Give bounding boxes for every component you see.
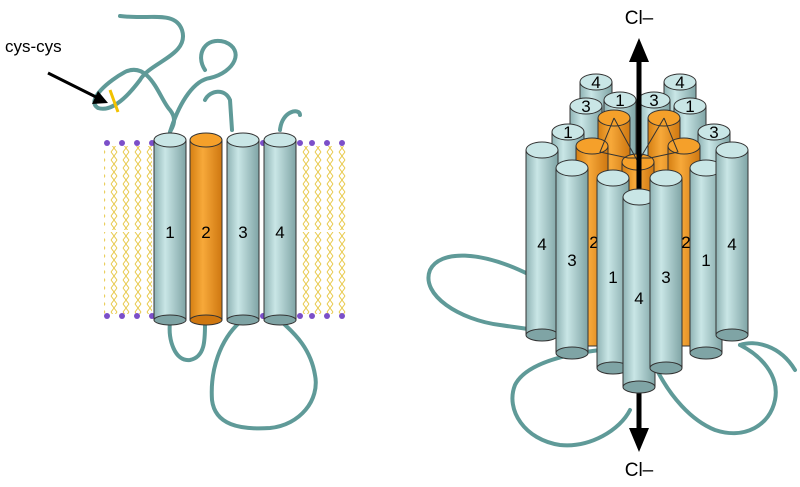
- helix-1: 1: [153, 132, 187, 326]
- front-helix-3-right: 3: [649, 169, 683, 375]
- front-label-4-center: 4: [634, 289, 643, 308]
- front-helix-3-left: 3: [555, 159, 589, 360]
- front-label-3-left: 3: [567, 251, 576, 270]
- back-label-1b: 1: [685, 97, 694, 116]
- helix-2-label: 2: [201, 223, 210, 242]
- back-label-1c: 1: [563, 123, 572, 142]
- front-label-3-right: 3: [661, 268, 670, 287]
- front-label-4-right: 4: [727, 235, 736, 254]
- back-label-4b: 4: [675, 73, 684, 92]
- lipid-bilayer: [104, 140, 346, 319]
- left-loops: [92, 14, 318, 431]
- back-label-1a: 1: [615, 91, 624, 110]
- ion-label-bottom: Cl–: [625, 460, 654, 481]
- front-label-1-right: 1: [701, 251, 710, 270]
- back-label-4a: 4: [591, 73, 600, 92]
- front-label-4-left: 4: [537, 235, 546, 254]
- front-helix-4-right: 4: [715, 141, 749, 342]
- helix-4-label: 4: [275, 223, 284, 242]
- front-label-1-left: 1: [608, 268, 617, 287]
- cys-cys-label: cys-cys: [5, 37, 62, 56]
- helix-3: 3: [226, 132, 260, 326]
- front-helix-4-left: 4: [525, 141, 559, 342]
- helix-2: 2: [189, 132, 223, 326]
- pore-label-2-left: 2: [589, 233, 598, 252]
- helix-4: 4: [263, 132, 297, 326]
- ion-label-top: Cl–: [625, 8, 654, 29]
- back-label-3b: 3: [649, 91, 658, 110]
- back-label-3c: 3: [709, 123, 718, 142]
- pore-label-2-right: 2: [681, 233, 690, 252]
- cys-cys-arrowhead: [92, 91, 108, 104]
- back-label-3a: 3: [581, 97, 590, 116]
- disulfide-bond: [108, 89, 120, 113]
- helix-1-label: 1: [165, 223, 174, 242]
- right-pentamer-diagram: 4 4 3 1 3: [426, 8, 797, 481]
- helix-3-label: 3: [238, 223, 247, 242]
- left-membrane-diagram: cys-cys 1 2 3 4: [5, 14, 346, 431]
- ion-arrow-head-bottom: [629, 428, 649, 452]
- ion-arrow-head-top: [629, 38, 649, 62]
- front-helices: 4 3 2 1 4: [525, 141, 749, 394]
- cys-cys-arrow: [47, 71, 101, 101]
- right-loops: [426, 253, 797, 448]
